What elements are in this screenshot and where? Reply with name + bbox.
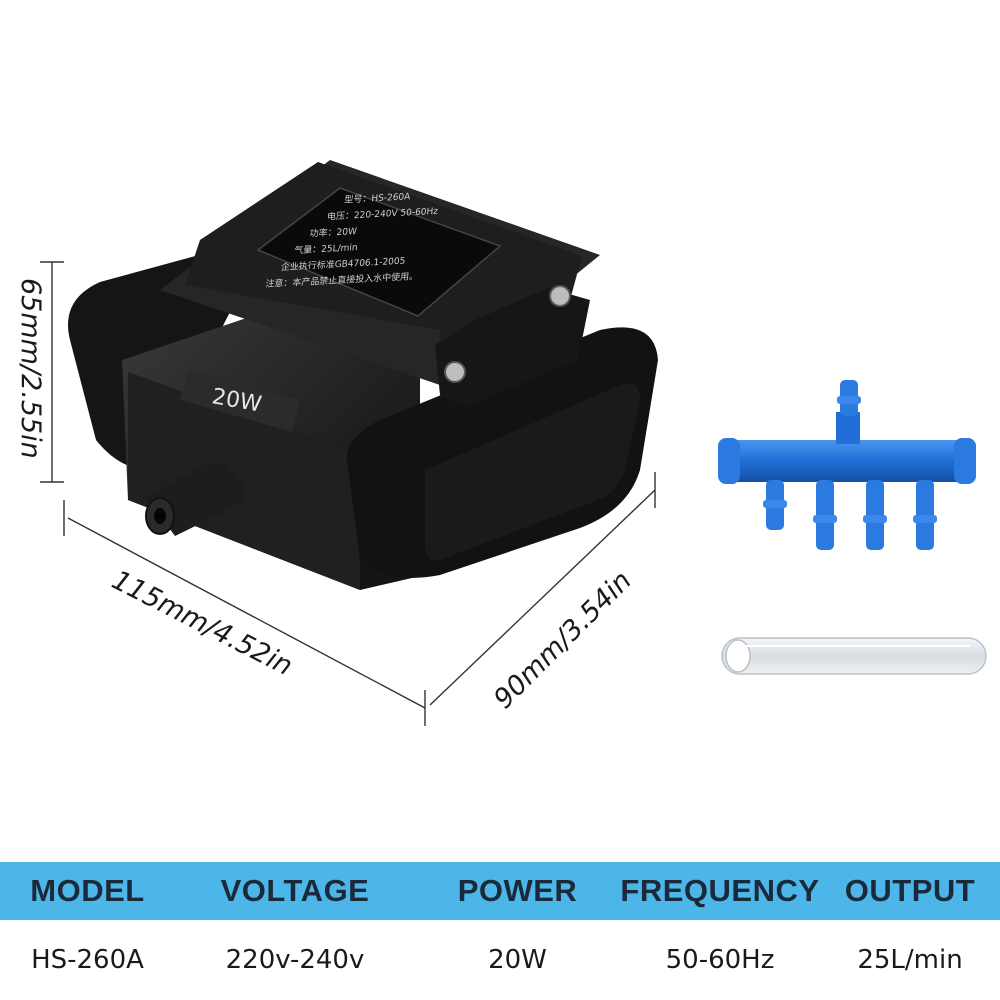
nameplate-line: 气量：25L/min: [294, 241, 358, 256]
header-frequency: FREQUENCY: [620, 873, 820, 908]
value-output: 25L/min: [857, 945, 963, 975]
length-dimension-line: [63, 500, 426, 726]
value-power: 20W: [488, 945, 547, 975]
air-pump-icon: [68, 160, 658, 590]
spec-table-header: MODEL VOLTAGE POWER FREQUENCY OUTPUT: [0, 862, 1000, 920]
height-dimension-label: 65mm/2.55in: [15, 278, 46, 459]
header-power: POWER: [457, 873, 578, 908]
spec-table: MODEL VOLTAGE POWER FREQUENCY OUTPUT HS-…: [0, 862, 1000, 1000]
header-model: MODEL: [30, 873, 145, 908]
header-voltage: VOLTAGE: [220, 873, 370, 908]
width-dimension-label: 90mm/3.54in: [488, 565, 638, 715]
width-dimension-line: [429, 472, 656, 706]
length-dimension-label: 115mm/4.52in: [107, 565, 297, 682]
nameplate-line: 功率：20W: [309, 225, 357, 239]
clear-tube-icon: [721, 637, 987, 675]
blue-manifold-icon: [718, 380, 976, 550]
nameplate-line: 型号：HS-260A: [344, 191, 412, 206]
screw-icon: [444, 361, 466, 383]
value-frequency: 50-60Hz: [665, 945, 775, 975]
value-model: HS-260A: [31, 945, 144, 975]
product-illustration: 型号：HS-260A 电压：220-240V 50-60Hz 功率：20W 气量…: [15, 160, 987, 726]
value-voltage: 220v-240v: [225, 945, 365, 975]
header-output: OUTPUT: [844, 873, 976, 908]
table-row: HS-260A 220v-240v 20W 50-60Hz 25L/min: [0, 920, 1000, 1000]
screw-icon: [549, 285, 571, 307]
height-dimension-line: [40, 261, 64, 483]
